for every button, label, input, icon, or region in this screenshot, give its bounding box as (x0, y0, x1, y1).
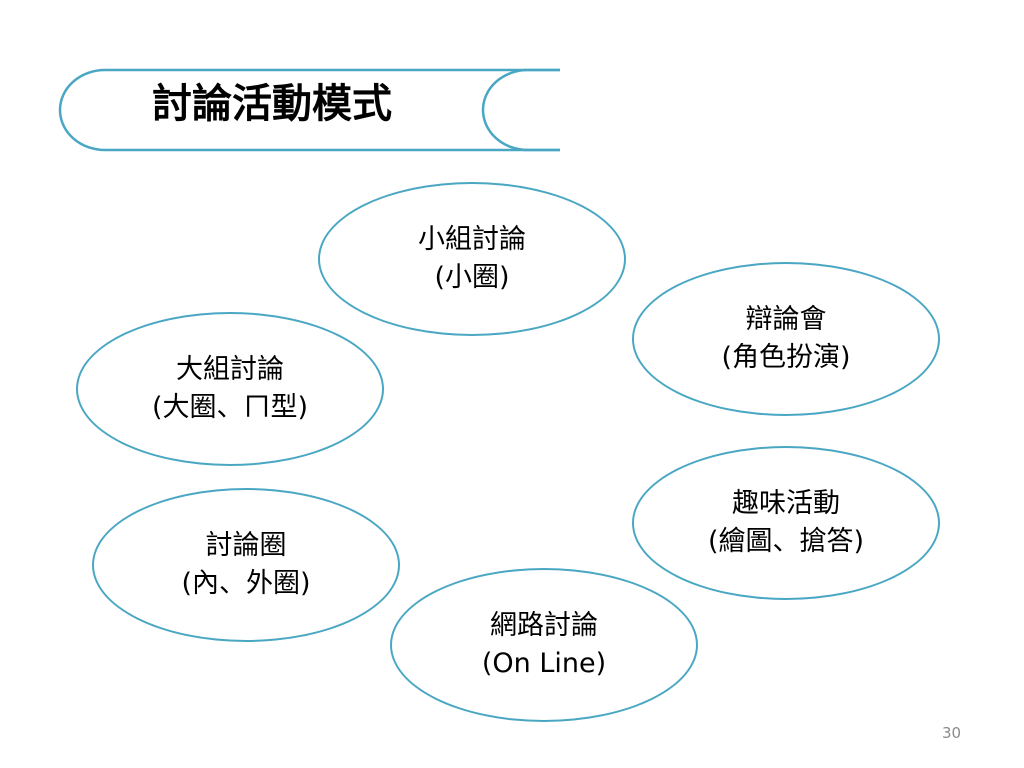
node-label: 大組討論 (176, 354, 284, 385)
node-label: 辯論會 (745, 304, 827, 335)
title-banner-shape (58, 68, 560, 152)
node-sublabel: (大圈、ㄇ型) (151, 392, 309, 423)
node-sublabel: (On Line) (481, 648, 607, 679)
node-fun-activities: 趣味活動 (繪圖、搶答) (632, 446, 940, 600)
node-online-discussion: 網路討論 (On Line) (390, 568, 698, 722)
node-sublabel: (內、外圈) (181, 568, 311, 599)
node-label: 趣味活動 (732, 488, 840, 519)
node-debate: 辯論會 (角色扮演) (632, 262, 940, 416)
node-small-group-discussion: 小組討論 (小圈) (318, 182, 626, 336)
node-sublabel: (小圈) (434, 262, 510, 293)
node-large-group-discussion: 大組討論 (大圈、ㄇ型) (76, 312, 384, 466)
page-number: 30 (942, 724, 962, 742)
node-sublabel: (角色扮演) (721, 342, 851, 373)
node-label: 小組討論 (418, 224, 526, 255)
node-discussion-circle: 討論圈 (內、外圈) (92, 488, 400, 642)
node-sublabel: (繪圖、搶答) (707, 526, 865, 557)
slide-title: 討論活動模式 (152, 81, 392, 127)
node-label: 討論圈 (205, 530, 287, 561)
node-label: 網路討論 (490, 610, 598, 641)
